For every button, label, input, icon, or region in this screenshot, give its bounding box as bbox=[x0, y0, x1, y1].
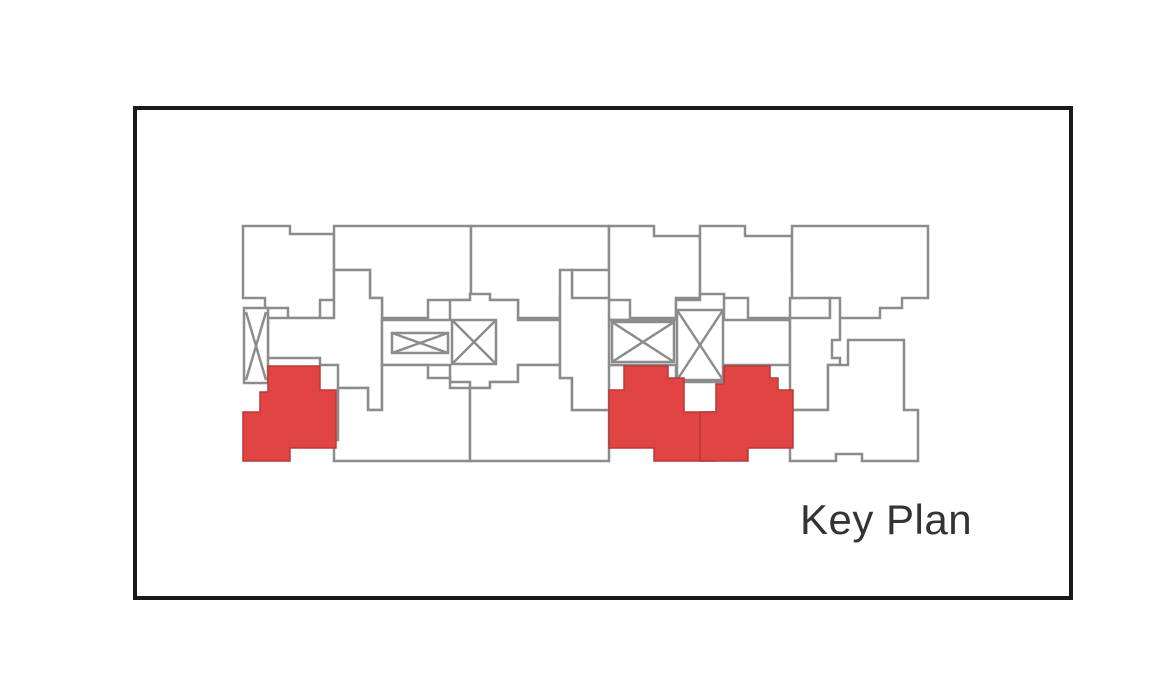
unit-left-lower bbox=[242, 365, 337, 462]
stair-cross-left bbox=[390, 331, 450, 355]
key-plan-caption: Key Plan bbox=[800, 496, 973, 543]
unit-lower-right bbox=[788, 338, 920, 463]
stair-cross-right bbox=[610, 320, 676, 364]
unit-top-left bbox=[241, 224, 336, 320]
unit-upper-right-center bbox=[607, 224, 702, 320]
elevator-cross-center bbox=[450, 318, 498, 366]
unit-top-right bbox=[790, 224, 930, 320]
unit-right-lower bbox=[699, 365, 794, 462]
elevator-cross-right bbox=[675, 308, 725, 382]
elevator-cross-left bbox=[244, 311, 268, 381]
